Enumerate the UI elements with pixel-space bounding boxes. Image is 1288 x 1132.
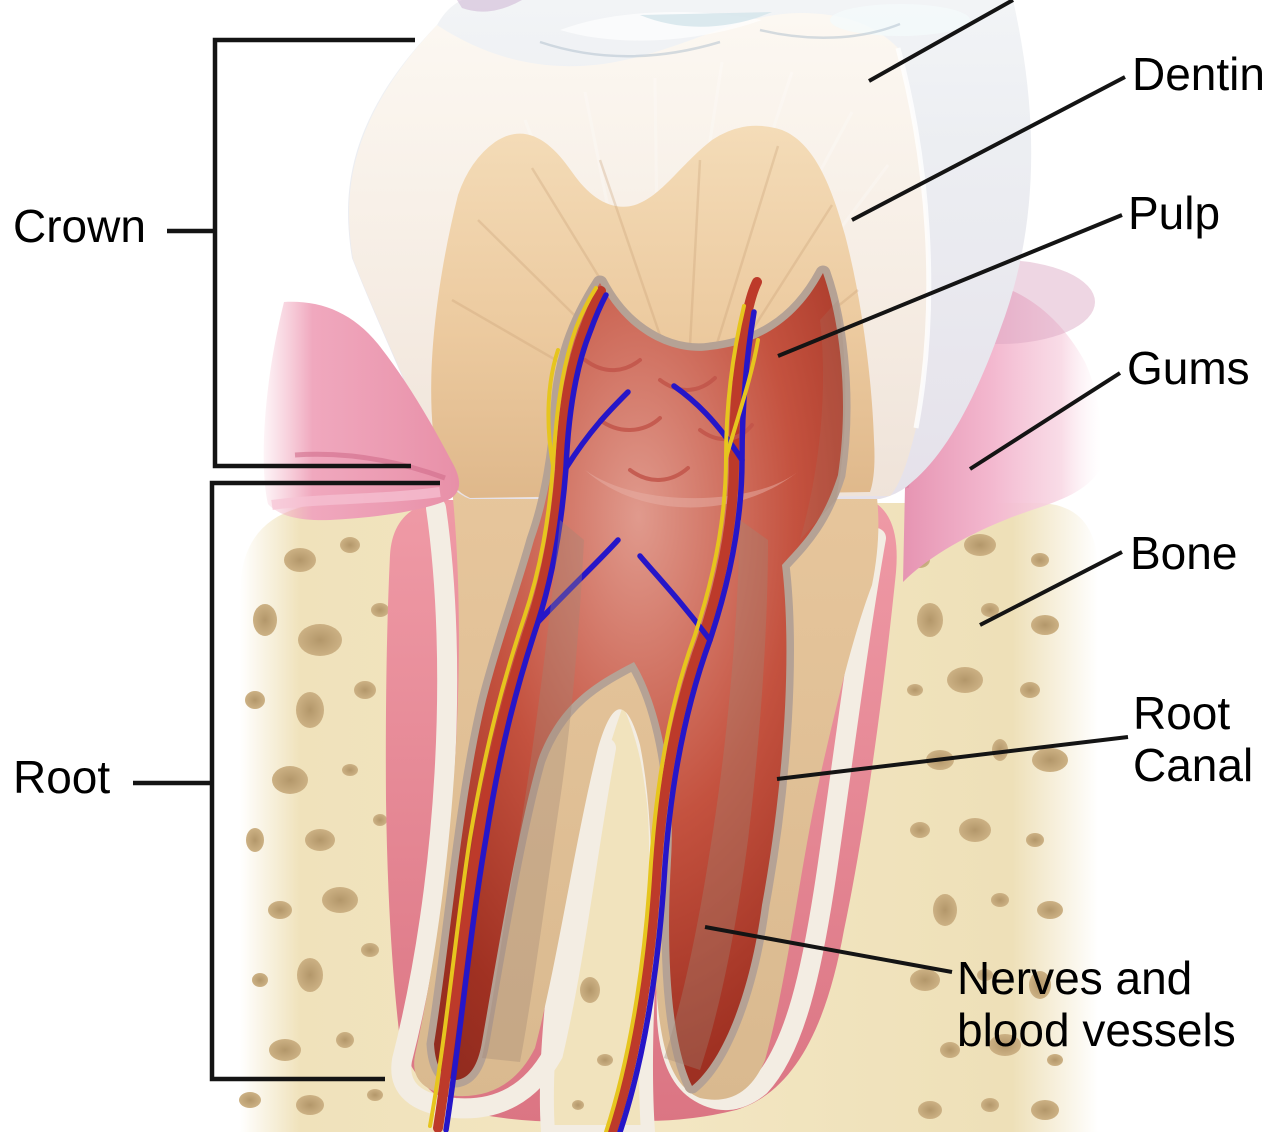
leader-enamel-partial bbox=[868, 0, 1014, 83]
nerve-fibers bbox=[428, 277, 762, 1132]
root-cut-shadows bbox=[482, 300, 846, 1070]
label-root-canal-line1: Root bbox=[1133, 687, 1231, 739]
label-root-canal-line2: Canal bbox=[1133, 738, 1254, 791]
crown-bracket bbox=[212, 37, 415, 469]
leader-root-canal bbox=[776, 735, 1129, 781]
leader-bone bbox=[979, 550, 1123, 627]
leader-gums bbox=[968, 371, 1122, 471]
label-nerves-vessels: Nerves and blood vessels bbox=[957, 952, 1236, 1056]
label-nerves-line2: blood vessels bbox=[957, 1003, 1236, 1056]
label-root: Root bbox=[13, 751, 111, 803]
label-pulp: Pulp bbox=[1128, 187, 1221, 239]
bone-trabeculae bbox=[239, 534, 1068, 1120]
label-root-canal: Root Canal bbox=[1133, 687, 1254, 791]
label-gums: Gums bbox=[1127, 342, 1250, 394]
label-bone: Bone bbox=[1130, 527, 1238, 579]
label-crown: Crown bbox=[13, 200, 146, 252]
annotation-lines bbox=[133, 0, 1129, 1082]
label-nerves-line1: Nerves and bbox=[957, 952, 1193, 1004]
label-dentin: Dentin bbox=[1132, 48, 1265, 100]
leader-nerves bbox=[704, 925, 953, 974]
enamel-occlusal-dome bbox=[457, 0, 970, 58]
leader-pulp bbox=[777, 213, 1123, 358]
leader-dentin bbox=[851, 75, 1126, 222]
